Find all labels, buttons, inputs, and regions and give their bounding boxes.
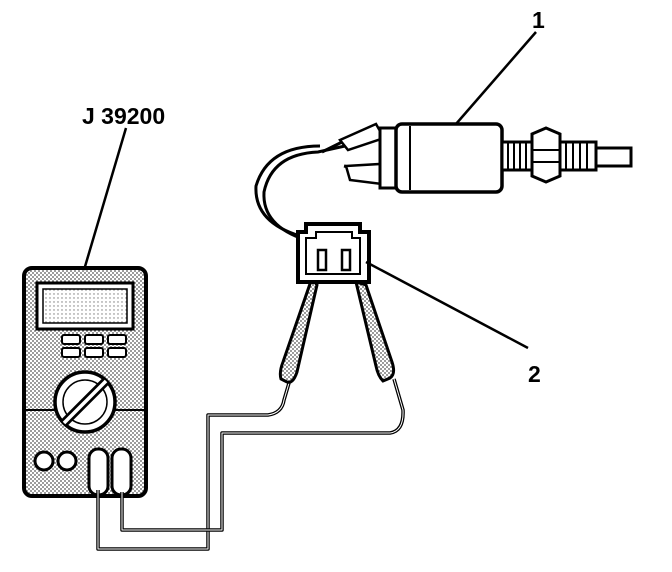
harness-wires — [254, 138, 373, 242]
input-jacks — [33, 447, 133, 497]
multimeter — [22, 266, 148, 498]
rotary-dial — [53, 370, 117, 434]
sensor-1 — [321, 122, 633, 194]
callout-1: 1 — [532, 7, 545, 33]
connector-2 — [296, 222, 371, 284]
multimeter-buttons — [61, 334, 127, 358]
sensor-thread — [500, 126, 633, 184]
leader-2 — [365, 260, 529, 350]
tool-label: J 39200 — [82, 103, 165, 129]
test-leads — [96, 378, 405, 551]
leader-tool — [82, 127, 128, 271]
callout-2: 2 — [528, 361, 541, 387]
leader-lines — [82, 31, 537, 350]
probe-left — [278, 267, 325, 384]
leader-1 — [455, 31, 537, 125]
probe-right — [352, 267, 396, 383]
test-lead-right — [120, 378, 405, 532]
